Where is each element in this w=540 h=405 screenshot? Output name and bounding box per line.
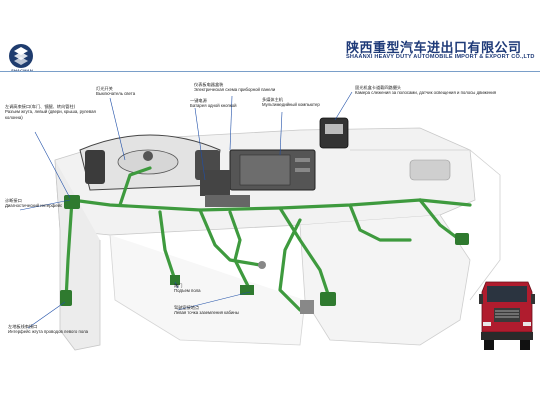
label-ground-cn: 驾驶室接地点 <box>174 305 200 310</box>
company-name-cn: 陕西重型汽车进出口有限公司 <box>346 41 522 56</box>
label-light-switch-ru: Выключатель света <box>96 91 136 97</box>
label-central-box-cn: 仪表板电器盒装 <box>194 82 224 87</box>
label-multimedia-cn: 多媒体主机 <box>262 97 283 102</box>
label-central-box: 仪表板电器盒装 Электрическая схема приборной па… <box>194 82 275 93</box>
label-multimedia-ru: Мультимедийный компьютер <box>262 102 320 108</box>
label-left-floor: 左地板线束接口 Интерфейс жгута проводов левого … <box>8 324 88 335</box>
label-ground: 驾驶室接地点 Левая точка заземления кабины <box>174 305 239 316</box>
label-left-floor-cn: 左地板线束接口 <box>8 324 38 329</box>
logo-text: SHACMAN <box>4 68 40 73</box>
label-camera-ru: Камера слежения за полосами, датчик осве… <box>355 90 497 96</box>
label-one-key: 一键电源 Батарея одной кнопкой <box>190 98 237 109</box>
company-name-en: SHAANXI HEAVY DUTY AUTOMOBILE IMPORT & E… <box>346 54 535 60</box>
label-one-key-ru: Батарея одной кнопкой <box>190 103 237 109</box>
label-left-harness: 左调高束接口(车门、镜腿、转向管柱) Разъем жгута, левый (… <box>5 104 96 120</box>
label-door-ru: Подъем пола <box>174 288 201 294</box>
label-diagnostic-ru: Диагностический интерфейс <box>5 203 63 209</box>
header-divider <box>0 71 540 72</box>
label-diagnostic: 诊断接口 Диагностический интерфейс <box>5 198 62 209</box>
label-left-harness-ru2: колонна) <box>5 114 23 120</box>
truck-illustration <box>479 281 535 350</box>
label-camera: 固光机盒卡道载四路摄头 Камера слежения за полосами,… <box>355 85 496 96</box>
shacman-logo-icon <box>9 44 33 68</box>
label-one-key-cn: 一键电源 <box>190 98 207 103</box>
label-central-box-ru: Электрическая схема приборной панели <box>194 87 276 93</box>
label-door: 踏门 Подъем пола <box>174 283 201 294</box>
label-camera-cn: 固光机盒卡道载四路摄头 <box>355 85 402 90</box>
label-light-switch: 灯光开关 Выключатель света <box>96 86 135 97</box>
label-left-floor-ru: Интерфейс жгута проводов левого пола <box>8 329 89 335</box>
label-ground-ru: Левая точка заземления кабины <box>174 310 239 316</box>
label-left-harness-ru: Разъем жгута, левый (двери, крыша, рулев… <box>5 109 96 115</box>
label-door-cn: 踏门 <box>174 283 183 288</box>
label-left-harness-cn: 左调高束接口(车门、镜腿、转向管柱) <box>5 104 76 109</box>
label-multimedia: 多媒体主机 Мультимедийный компьютер <box>262 97 320 108</box>
label-diagnostic-cn: 诊断接口 <box>5 198 22 203</box>
label-light-switch-cn: 灯光开关 <box>96 86 113 91</box>
